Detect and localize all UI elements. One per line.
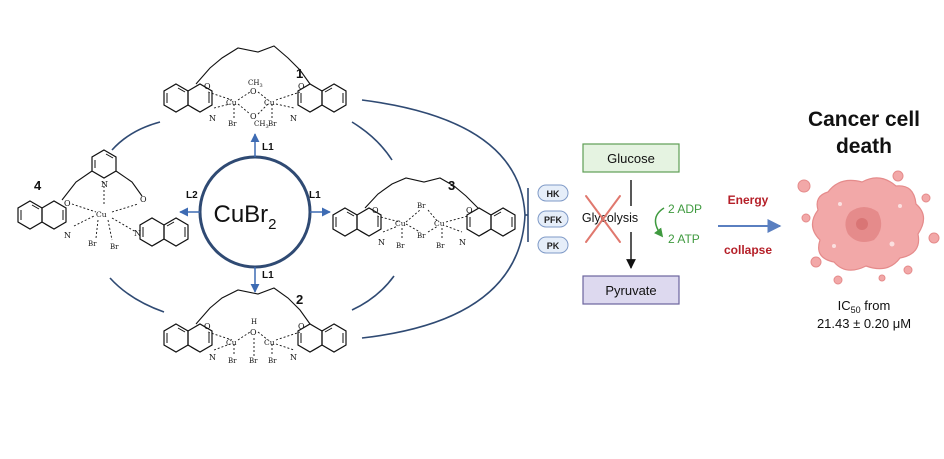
svg-text:Br: Br: [396, 242, 405, 250]
svg-text:Br: Br: [228, 357, 237, 365]
svg-text:N: N: [378, 238, 385, 247]
energy-label: Energy: [728, 193, 769, 207]
svg-text:O: O: [250, 328, 257, 337]
svg-text:O: O: [140, 195, 147, 204]
svg-text:O: O: [372, 206, 379, 215]
ligand-label-complex-1: L1: [262, 142, 274, 153]
svg-text:Cu: Cu: [226, 338, 237, 347]
svg-text:O: O: [298, 82, 305, 91]
ic50-label: IC50 from: [838, 298, 891, 315]
svg-text:Cu: Cu: [226, 98, 237, 107]
reaction-arrows: [179, 133, 331, 293]
complex-2-number: 2: [296, 292, 303, 307]
enzyme-label-hk: HK: [547, 189, 560, 199]
complex-3-number: 3: [448, 178, 455, 193]
svg-text:Br: Br: [110, 243, 119, 251]
svg-text:Br: Br: [268, 120, 277, 128]
svg-text:O: O: [250, 112, 257, 121]
dying-cancer-cell-icon: [797, 170, 940, 285]
atp-curved-arrow: [654, 207, 665, 238]
complex-4-number: 4: [34, 178, 42, 193]
ic50-value: 21.43 ± 0.20 μM: [817, 316, 911, 331]
complex-ring-arcs: [109, 99, 526, 339]
enzyme-pill-pfk: [537, 210, 569, 228]
ligand-label-complex-4: L2: [186, 190, 198, 201]
pyruvate-label: Pyruvate: [605, 283, 656, 298]
complex-2-structure: O O O H Cu Cu N N Br Br Br: [163, 287, 347, 365]
svg-text:N: N: [101, 180, 108, 189]
svg-text:Br: Br: [417, 202, 426, 210]
enzyme-pill-pk: [537, 236, 569, 254]
svg-text:O: O: [64, 199, 71, 208]
svg-text:Cu: Cu: [264, 98, 275, 107]
svg-text:CH3: CH3: [248, 79, 263, 89]
enzyme-label-pk: PK: [547, 241, 560, 251]
complex-1-number: 1: [296, 66, 303, 81]
adp-label: 2 ADP: [668, 202, 702, 216]
ligand-label-complex-3: L1: [309, 190, 321, 201]
enzyme-pill-hk: [537, 184, 569, 202]
svg-text:N: N: [209, 114, 216, 123]
enzyme-label-pfk: PFK: [544, 215, 563, 225]
svg-text:Br: Br: [249, 357, 258, 365]
svg-text:O: O: [298, 322, 305, 331]
blocked-cross-mark: [585, 195, 621, 243]
svg-text:Cu: Cu: [434, 219, 445, 228]
svg-text:Br: Br: [228, 120, 237, 128]
outcome-title-line-1: Cancer cell: [808, 108, 920, 131]
complex-1-structure: O O O O Cu Cu N N Br Br CH3 CH3: [163, 45, 347, 130]
svg-text:Br: Br: [436, 242, 445, 250]
svg-text:Cu: Cu: [395, 219, 406, 228]
complex-4-structure: O O N Cu N N Br Br: [17, 149, 189, 251]
complex-3-structure: O O Cu Cu Br Br N N Br Br: [332, 177, 516, 250]
cubr2-formula: CuBr2: [213, 201, 276, 233]
svg-text:Br: Br: [268, 357, 277, 365]
svg-text:O: O: [466, 206, 473, 215]
pyruvate-box: [582, 275, 680, 305]
arc-top-right: [351, 121, 393, 161]
inhibition-line: [525, 188, 529, 242]
svg-text:N: N: [134, 229, 141, 238]
arc-bottom-right: [351, 275, 395, 311]
ligand-label-complex-2: L1: [262, 270, 274, 281]
svg-text:CH3: CH3: [254, 120, 269, 130]
svg-text:Cu: Cu: [264, 338, 275, 347]
svg-text:Cu: Cu: [96, 210, 107, 219]
atp-label: 2 ATP: [668, 232, 700, 246]
glucose-box: [582, 143, 680, 173]
glycolysis-label: Glycolysis: [582, 211, 638, 225]
svg-text:O: O: [204, 322, 211, 331]
svg-text:O: O: [250, 87, 257, 96]
svg-text:N: N: [290, 114, 297, 123]
arc-top-left: [111, 121, 161, 151]
svg-text:N: N: [459, 238, 466, 247]
arc-bottom-left: [109, 277, 165, 313]
svg-text:N: N: [64, 231, 71, 240]
glucose-label: Glucose: [607, 151, 655, 166]
svg-text:N: N: [209, 353, 216, 362]
svg-text:O: O: [204, 82, 211, 91]
svg-text:Br: Br: [88, 240, 97, 248]
outcome-title-line-2: death: [836, 135, 892, 158]
cubr2-subscript: 2: [268, 216, 276, 233]
collapse-label: collapse: [724, 243, 772, 257]
svg-text:Br: Br: [417, 232, 426, 240]
svg-text:H: H: [251, 318, 257, 326]
enzyme-list: HK PFK PK: [537, 184, 569, 254]
svg-text:N: N: [290, 353, 297, 362]
